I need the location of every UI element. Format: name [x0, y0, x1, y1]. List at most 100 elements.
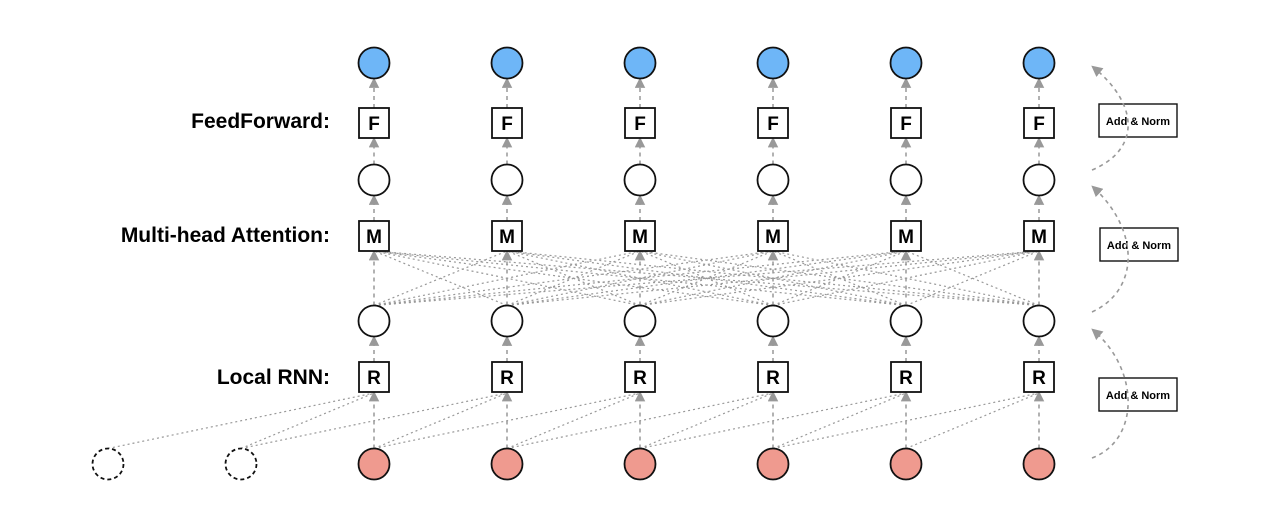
rnn-box: R: [358, 361, 390, 393]
add-norm-box-feedforward: Add & Norm: [1098, 103, 1178, 138]
rnn-window-edge: [772, 392, 907, 450]
attention-box-frame: [757, 220, 789, 252]
rnn-box-frame: [358, 361, 390, 393]
feedforward-layer-label: FeedForward:: [191, 110, 330, 133]
output-node: [357, 46, 391, 80]
attention-box-frame: [1023, 220, 1055, 252]
attention-box: M: [624, 220, 656, 252]
rnn-box-letter: R: [1032, 368, 1046, 389]
attention-edge: [373, 250, 641, 307]
output-node: [623, 46, 657, 80]
feedforward-box-frame: [757, 107, 789, 139]
attention-edge: [506, 250, 907, 307]
hidden-node-attention: [623, 163, 657, 197]
attention-box-letter: M: [1031, 227, 1047, 248]
attention-edge: [373, 250, 508, 307]
feedforward-box-letter: F: [634, 114, 646, 135]
rnn-window-edge: [373, 392, 508, 450]
add-norm-box-rnn: Add & Norm: [1098, 377, 1178, 412]
hidden-node-attention: [889, 163, 923, 197]
attention-edge: [905, 250, 1040, 307]
feedforward-box: F: [624, 107, 656, 139]
rnn-window-edge: [506, 392, 641, 450]
rnn-window-edge: [107, 392, 375, 450]
feedforward-box-frame: [491, 107, 523, 139]
rnn-window-edge: [772, 392, 1040, 450]
attention-edge: [506, 250, 1040, 307]
hidden-node-rnn: [623, 304, 657, 338]
padding-input-node: [224, 447, 258, 481]
output-node: [1022, 46, 1056, 80]
output-node: [889, 46, 923, 80]
attention-box-letter: M: [898, 227, 914, 248]
rnn-box-frame: [757, 361, 789, 393]
attention-box-letter: M: [632, 227, 648, 248]
attention-box: M: [890, 220, 922, 252]
rnn-window-edge: [506, 392, 774, 450]
attention-box-letter: M: [765, 227, 781, 248]
attention-box-frame: [491, 220, 523, 252]
rnn-box: R: [624, 361, 656, 393]
feedforward-box-letter: F: [368, 114, 380, 135]
feedforward-box-letter: F: [900, 114, 912, 135]
rnn-window-edge: [639, 392, 907, 450]
add-norm-box-attention: Add & Norm: [1099, 227, 1179, 262]
attention-edge: [639, 250, 1040, 307]
rnn-window-edge: [240, 392, 375, 450]
rnn-window-edge: [240, 392, 508, 450]
hidden-node-rnn: [1022, 304, 1056, 338]
input-node: [357, 447, 391, 481]
attention-box-frame: [358, 220, 390, 252]
attention-box: M: [491, 220, 523, 252]
residual-arrow-feedforward: [1091, 65, 1129, 171]
output-node: [490, 46, 524, 80]
hidden-node-rnn: [357, 304, 391, 338]
feedforward-box-frame: [890, 107, 922, 139]
hidden-node-attention: [756, 163, 790, 197]
hidden-node-attention: [1022, 163, 1056, 197]
rnn-box-letter: R: [766, 368, 780, 389]
rnn-box-letter: R: [899, 368, 913, 389]
rnn-layer-label: Local RNN:: [217, 366, 330, 389]
feedforward-box: F: [757, 107, 789, 139]
attention-edge: [373, 250, 1040, 307]
attention-box-letter: M: [366, 227, 382, 248]
add-norm-label-attention: Add & Norm: [1107, 240, 1171, 252]
hidden-node-rnn: [889, 304, 923, 338]
feedforward-box-frame: [358, 107, 390, 139]
feedforward-box: F: [491, 107, 523, 139]
attention-box-letter: M: [499, 227, 515, 248]
attention-box: M: [757, 220, 789, 252]
attention-edge: [506, 250, 774, 307]
feedforward-box-frame: [1023, 107, 1055, 139]
feedforward-box-frame: [624, 107, 656, 139]
rnn-box: R: [757, 361, 789, 393]
input-node: [756, 447, 790, 481]
feedforward-box: F: [1023, 107, 1055, 139]
rnn-box: R: [491, 361, 523, 393]
attention-edge: [373, 250, 774, 307]
add-norm-label-rnn: Add & Norm: [1106, 390, 1170, 402]
rnn-window-edge: [639, 392, 774, 450]
attention-box-frame: [624, 220, 656, 252]
rnn-box-letter: R: [500, 368, 514, 389]
residual-arrow-attention: [1091, 185, 1129, 313]
output-node: [756, 46, 790, 80]
feedforward-box-letter: F: [501, 114, 513, 135]
rnn-box-frame: [890, 361, 922, 393]
residual-arrow-rnn: [1091, 328, 1129, 459]
feedforward-box-letter: F: [767, 114, 779, 135]
edge-layer: [107, 77, 1045, 450]
attention-layer-label: Multi-head Attention:: [121, 224, 330, 247]
input-node: [889, 447, 923, 481]
hidden-node-attention: [357, 163, 391, 197]
attention-box: M: [1023, 220, 1055, 252]
rnn-box: R: [1023, 361, 1055, 393]
feedforward-box-letter: F: [1033, 114, 1045, 135]
hidden-node-rnn: [490, 304, 524, 338]
rnn-box-frame: [491, 361, 523, 393]
attention-edge: [373, 250, 907, 307]
rnn-box-letter: R: [633, 368, 647, 389]
